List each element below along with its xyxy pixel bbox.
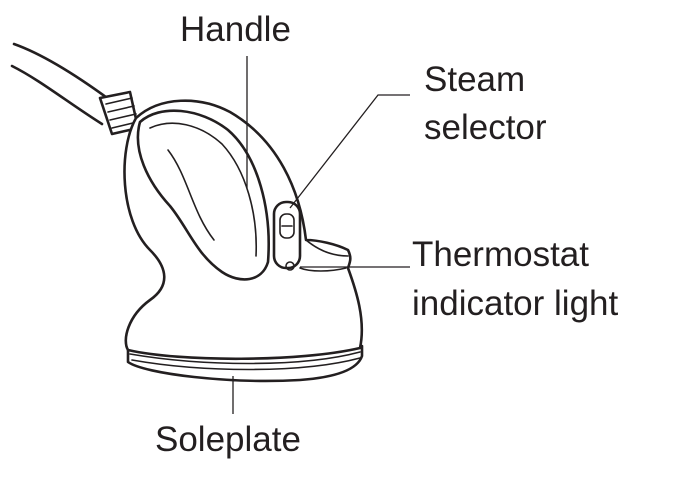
- handle: [136, 109, 270, 281]
- steam-selector: [272, 200, 302, 270]
- leader-lines: [232, 56, 410, 414]
- handle-label: Handle: [180, 10, 291, 49]
- thermostat-label-line1: Thermostat: [412, 235, 589, 274]
- power-cord: [10, 42, 112, 126]
- iron-body: [123, 99, 364, 361]
- thermostat-label-line2: indicator light: [412, 284, 619, 323]
- soleplate-label: Soleplate: [155, 420, 301, 459]
- thermostat-indicator-light: [285, 239, 349, 272]
- steam-selector-leader: [289, 94, 410, 209]
- steam-selector-label-line2: selector: [424, 108, 547, 147]
- steam-selector-label-line1: Steam: [424, 60, 526, 99]
